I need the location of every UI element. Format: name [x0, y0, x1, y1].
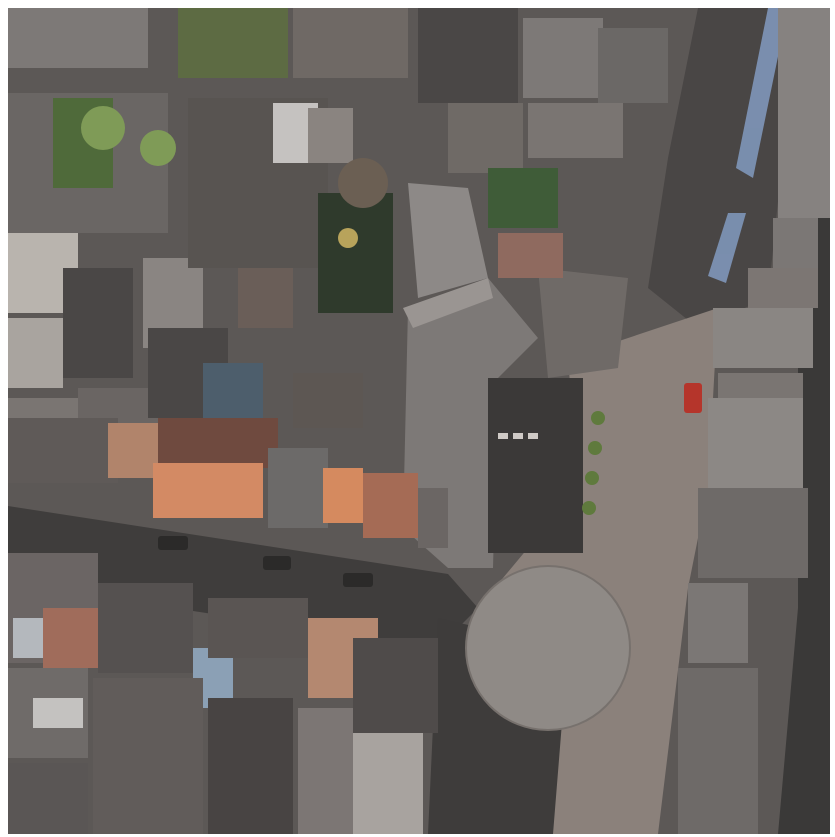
terrace [488, 378, 583, 553]
buildings-bottom-left [8, 553, 438, 834]
terrace-tables [498, 433, 538, 439]
aerial-photo [8, 8, 830, 834]
tree-row [582, 411, 605, 515]
street-vehicles [158, 536, 373, 587]
plaza-circle [465, 565, 631, 731]
pedestrian-plaza [478, 308, 718, 834]
red-car [684, 383, 702, 413]
buildings-top [8, 8, 668, 173]
central-courtyard [148, 98, 393, 428]
main-street [8, 506, 478, 648]
aerial-scene [8, 8, 830, 834]
right-row-buildings [678, 8, 830, 834]
street-front-roofs [8, 418, 448, 548]
crosswalk-stripes [708, 8, 788, 283]
